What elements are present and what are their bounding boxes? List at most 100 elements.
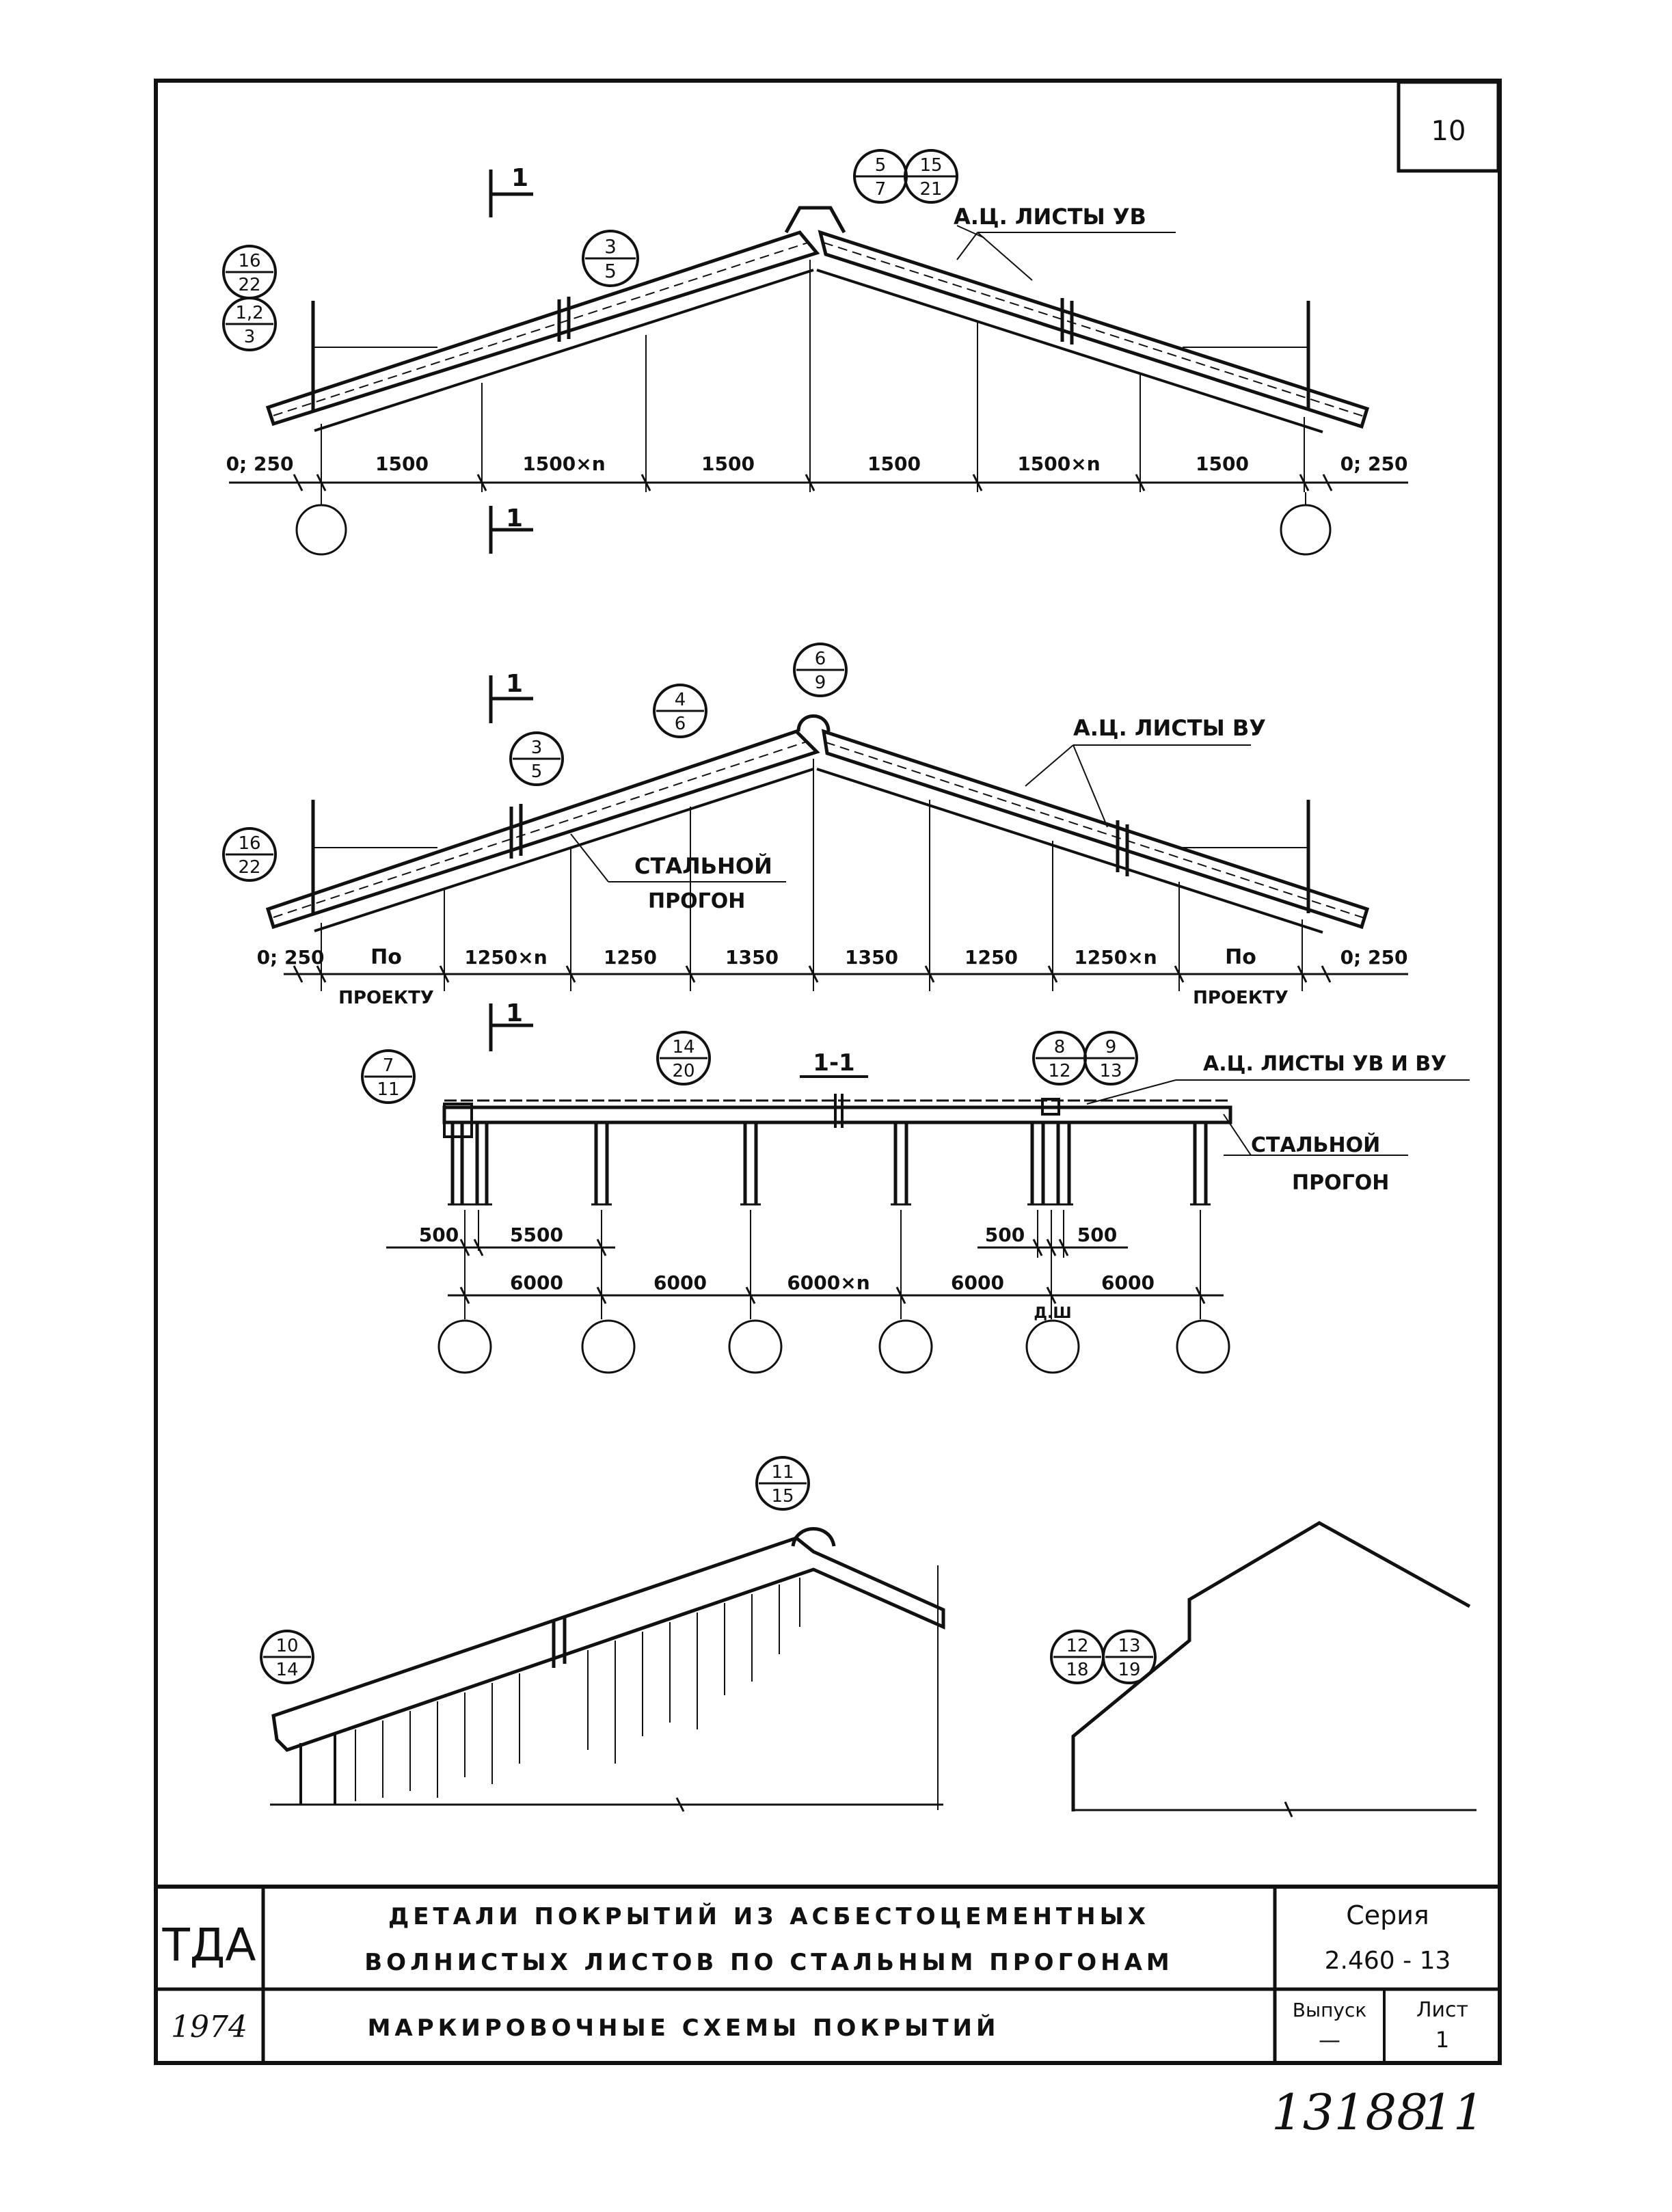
- ridge-cap-1: [784, 206, 846, 234]
- dim-3-top-3: 500: [1077, 1224, 1117, 1246]
- callout-1-4: 15 21: [904, 149, 958, 204]
- dim-1-6: 1500: [1196, 453, 1249, 475]
- dim-3-bot-4: 6000: [1101, 1271, 1155, 1294]
- dim-3-top-0: 500: [419, 1224, 459, 1246]
- by-project-left: ПРОЕКТУ: [338, 988, 434, 1008]
- roof-scheme-2-labels: 1 1 А.Ц. ЛИСТЫ ВУ СТАЛЬНОЙ ПРОГОН 0; 250…: [257, 670, 1408, 1027]
- callout-3-0: 7 11: [361, 1049, 416, 1104]
- dim-2-2: 1250×n: [464, 946, 547, 969]
- axis-bubble-3-6: [1176, 1319, 1230, 1374]
- svg-text:8: 8: [1054, 1037, 1066, 1057]
- svg-text:13: 13: [1118, 1636, 1140, 1656]
- ridge-cap-2: [796, 714, 831, 732]
- svg-text:3: 3: [531, 738, 543, 758]
- joint-label: Д.Ш: [1034, 1305, 1071, 1322]
- svg-text:16: 16: [238, 833, 260, 854]
- axis-bubble-3-1: [437, 1319, 492, 1374]
- section-mark-top-2: [489, 675, 533, 723]
- callout-3-3: 9 13: [1083, 1031, 1138, 1085]
- callouts: 16 22 1,2 3 3 5 5 7 15 21: [222, 149, 1157, 1684]
- page-number-box: 10: [1397, 80, 1500, 173]
- svg-text:15: 15: [771, 1486, 794, 1507]
- section-title: 1-1: [813, 1049, 854, 1077]
- axis-bubble-3-4: [878, 1319, 933, 1374]
- dim-1-2: 1500×n: [522, 453, 605, 475]
- svg-text:12: 12: [1066, 1636, 1088, 1656]
- callout-2-1: 3 5: [509, 731, 564, 786]
- callout-1-3: 5 7: [853, 149, 908, 204]
- svg-text:22: 22: [238, 857, 260, 878]
- dim-2-6: 1250: [965, 946, 1018, 969]
- svg-text:11: 11: [771, 1462, 794, 1483]
- dim-1-5: 1500×n: [1017, 453, 1100, 475]
- svg-text:16: 16: [238, 251, 260, 271]
- svg-text:18: 18: [1066, 1660, 1088, 1680]
- svg-text:20: 20: [672, 1061, 695, 1081]
- svg-text:15: 15: [919, 155, 942, 176]
- issue-value: —: [1319, 2027, 1340, 2053]
- callout-1-0: 16 22: [222, 245, 277, 299]
- svg-text:7: 7: [875, 179, 887, 200]
- year: 1974: [171, 2010, 247, 2045]
- dim-2-5: 1350: [845, 946, 898, 969]
- title-line-2: ВОЛНИСТЫХ ЛИСТОВ ПО СТАЛЬНЫМ ПРОГОНАМ: [364, 1949, 1174, 1976]
- roof-scheme-1-labels: 1 1 А.Ц. ЛИСТЫ УВ 0; 250 1500 1500×n 150…: [226, 164, 1408, 532]
- dim-2-4: 1350: [725, 946, 779, 969]
- axis-bubble-3-2: [581, 1319, 636, 1374]
- axis-bubble-right-1: [1280, 504, 1332, 556]
- title-block-text: ТДА ДЕТАЛИ ПОКРЫТИЙ ИЗ АСБЕСТОЦЕМЕНТНЫХ …: [161, 1900, 1468, 2053]
- svg-text:14: 14: [275, 1660, 298, 1680]
- sheet-label: Лист: [1416, 1998, 1468, 2022]
- handwritten-number: 13188: [1271, 2083, 1428, 2141]
- roof-slope-right-2: [821, 729, 1370, 930]
- roof-slope-right-1: [818, 230, 1370, 429]
- svg-text:11: 11: [377, 1079, 399, 1100]
- section-mark-label-bottom-2: 1: [506, 999, 523, 1027]
- title-block: [154, 1885, 1502, 2065]
- svg-text:14: 14: [672, 1037, 695, 1057]
- roof-slope-left-1: [265, 230, 820, 427]
- dim-3-bot-2: 6000×n: [787, 1271, 869, 1294]
- dim-2-1: По: [370, 945, 402, 969]
- sheets-label-3: А.Ц. ЛИСТЫ УВ И ВУ: [1203, 1052, 1446, 1076]
- callout-4-0: 11 15: [755, 1456, 810, 1511]
- section-mark-label-top-1: 1: [511, 164, 528, 192]
- svg-text:10: 10: [275, 1636, 298, 1656]
- dim-2-9: 0; 250: [1340, 946, 1408, 969]
- callout-5-1: 13 19: [1102, 1630, 1157, 1684]
- section-mark-top-1: [489, 170, 533, 217]
- purlin-label-3a: СТАЛЬНОЙ: [1251, 1133, 1380, 1157]
- dim-1-0: 0; 250: [226, 453, 294, 475]
- roof-slope-left-2: [265, 729, 820, 930]
- svg-text:9: 9: [1105, 1037, 1117, 1057]
- svg-text:5: 5: [604, 260, 617, 282]
- roof-scheme-2: [265, 675, 1408, 1051]
- callout-3-1: 14 20: [656, 1031, 711, 1085]
- section-mark-bottom-1: [489, 506, 533, 554]
- dim-3-top-1: 5500: [510, 1224, 563, 1246]
- section-1-1: [386, 1075, 1470, 1374]
- dim-2-8: По: [1225, 945, 1256, 969]
- callout-2-0: 16 22: [222, 827, 277, 882]
- svg-text:12: 12: [1048, 1061, 1070, 1081]
- svg-text:6: 6: [815, 649, 826, 669]
- dim-3-bot-1: 6000: [653, 1271, 707, 1294]
- callout-1-1: 1,2 3: [222, 297, 277, 351]
- dim-1-1: 1500: [375, 453, 429, 475]
- svg-text:5: 5: [531, 761, 543, 782]
- purlin-label-3b: ПРОГОН: [1292, 1171, 1389, 1195]
- callout-5-0: 12 18: [1050, 1630, 1105, 1684]
- roof-deck-section: [442, 1105, 1232, 1124]
- purlin-label-2b: ПРОГОН: [648, 889, 745, 913]
- dim-2-7: 1250×n: [1074, 946, 1157, 969]
- purlin-label-2a: СТАЛЬНОЙ: [634, 853, 772, 879]
- dim-1-4: 1500: [867, 453, 921, 475]
- callout-2-3: 6 9: [793, 643, 848, 697]
- sheets-label-2: А.Ц. ЛИСТЫ ВУ: [1073, 715, 1266, 741]
- axis-bubble-left-1: [295, 504, 347, 556]
- wall-hatching: [355, 1578, 800, 1801]
- page-number: 10: [1431, 116, 1466, 147]
- sheets-label-1: А.Ц. ЛИСТЫ УВ: [954, 204, 1146, 230]
- callout-2-2: 4 6: [653, 684, 707, 738]
